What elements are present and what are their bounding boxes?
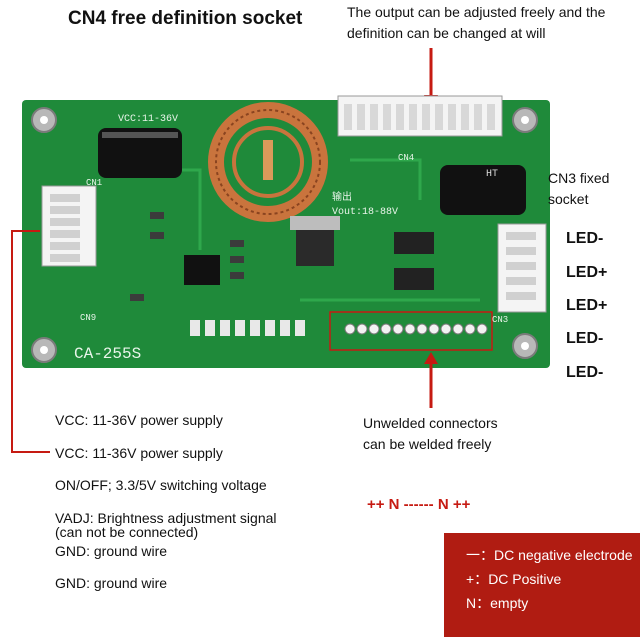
cn4-silk: CN4 <box>398 153 414 163</box>
unwelded-note: Unwelded connectors can be welded freely <box>363 413 498 455</box>
cn1-pin-list: VCC: 11-36V power supply VCC: 11-36V pow… <box>55 410 315 600</box>
capacitor-right <box>440 165 526 215</box>
led-pin-3: LED+ <box>566 297 608 314</box>
legend-row-empty: N：empty <box>466 593 528 613</box>
capacitor-left <box>98 128 182 178</box>
ic-chip <box>184 255 220 285</box>
cn3-note-line2: socket <box>548 191 589 207</box>
output-note-line1: The output can be adjusted freely and th… <box>347 4 606 20</box>
legend-box: 一：DC negative electrode +：DC Positive N：… <box>444 533 640 637</box>
mosfet-q2 <box>296 226 334 266</box>
output-note-line2: definition can be changed at will <box>347 25 546 41</box>
diode-d2 <box>394 232 434 254</box>
legend-symbol-positive: +： <box>466 571 489 587</box>
legend-text-positive: DC Positive <box>488 571 562 587</box>
unwelded-note-line2: can be welded freely <box>363 436 492 452</box>
legend-row-positive: +：DC Positive <box>466 569 561 589</box>
output-cn-silk: 输出 <box>332 190 352 204</box>
cn9-silk: CN9 <box>80 313 96 323</box>
pin-pattern: ++ N ------ N ++ <box>367 496 471 513</box>
cn4-title: CN4 free definition socket <box>68 8 303 29</box>
pin-on-off: ON/OFF; 3.3/5V switching voltage <box>55 477 267 493</box>
led-pin-1: LED- <box>566 230 604 247</box>
legend-row-negative: 一：DC negative electrode <box>466 545 633 565</box>
cn1-bracket <box>11 230 50 453</box>
arrow-bottom-head <box>424 352 438 364</box>
legend-text-negative: DC negative electrode <box>494 547 633 563</box>
pin-gnd-2: GND: ground wire <box>55 575 168 591</box>
vout-silk: Vout:18-88V <box>332 207 398 218</box>
cn3-note-line1: CN3 fixed <box>548 170 610 186</box>
diode-d3 <box>394 268 434 290</box>
pin-vcc-1: VCC: 11-36V power supply <box>55 412 223 428</box>
cn3-silk: CN3 <box>492 315 508 325</box>
legend-symbol-empty: N： <box>466 595 491 611</box>
unwelded-highlight <box>329 311 493 351</box>
vcc-silk: VCC:11-36V <box>118 114 178 125</box>
cn1-silk: CN1 <box>86 178 102 188</box>
cap-label: HT <box>486 169 498 180</box>
pin-vadj-note: (can not be connected) <box>55 524 199 540</box>
cn3-note: CN3 fixed socket <box>548 168 609 210</box>
pin-vcc-2: VCC: 11-36V power supply <box>55 445 223 461</box>
pin-gnd-1: GND: ground wire <box>55 543 168 559</box>
board-model: CA-255S <box>74 345 141 363</box>
led-pin-2: LED+ <box>566 264 608 281</box>
led-pin-4: LED- <box>566 330 604 347</box>
unwelded-note-line1: Unwelded connectors <box>363 415 498 431</box>
legend-text-empty: empty <box>490 595 529 611</box>
legend-symbol-negative: 一： <box>466 547 494 563</box>
pin-vadj: VADJ: Brightness adjustment signal <box>55 510 277 526</box>
output-note: The output can be adjusted freely and th… <box>347 2 605 44</box>
led-pin-5: LED- <box>566 364 604 381</box>
